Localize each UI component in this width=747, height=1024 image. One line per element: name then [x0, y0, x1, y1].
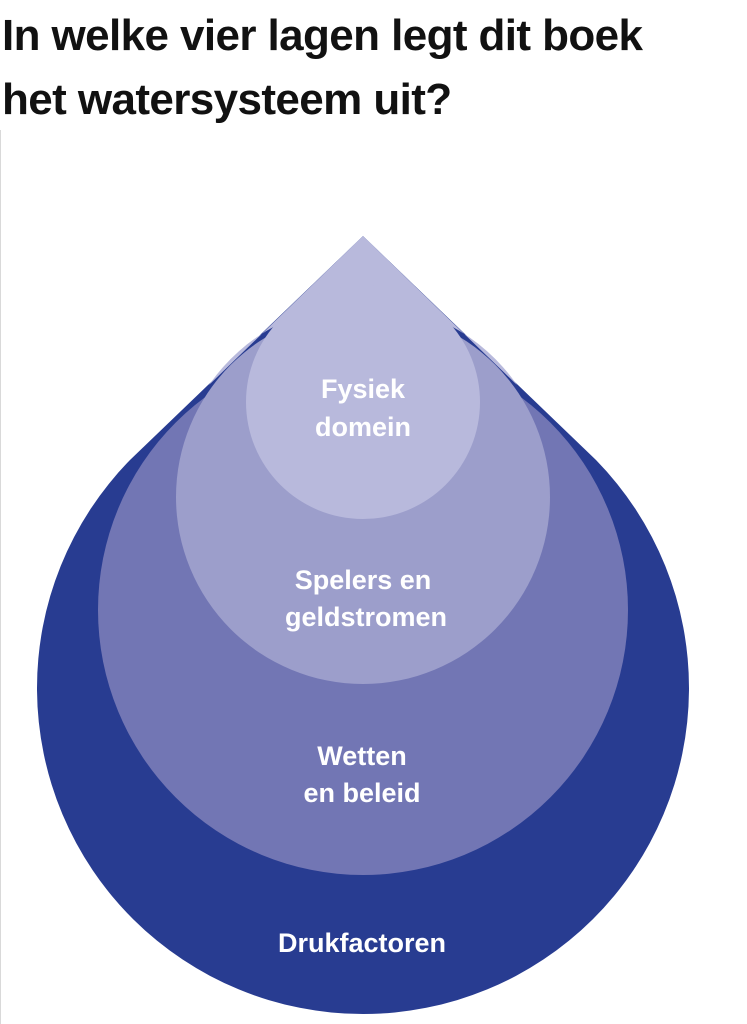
title-line-1: In welke vier lagen legt dit boek	[2, 11, 643, 60]
label-spelers-1: Spelers en	[295, 565, 432, 595]
page-title: In welke vier lagen legt dit boek het wa…	[2, 4, 747, 132]
title-line-2: het watersysteem uit?	[2, 75, 452, 124]
label-wetten-1: Wetten	[317, 741, 407, 771]
label-spelers-2: geldstromen	[285, 602, 447, 632]
label-wetten-2: en beleid	[303, 778, 420, 808]
layer-fysiek-shape	[246, 285, 480, 519]
label-fysiek-1: Fysiek	[321, 374, 406, 404]
label-drukfactoren: Drukfactoren	[278, 928, 446, 958]
frame-edge	[0, 130, 1, 1024]
drop-tip-shape	[209, 236, 517, 385]
label-fysiek-2: domein	[315, 412, 411, 442]
